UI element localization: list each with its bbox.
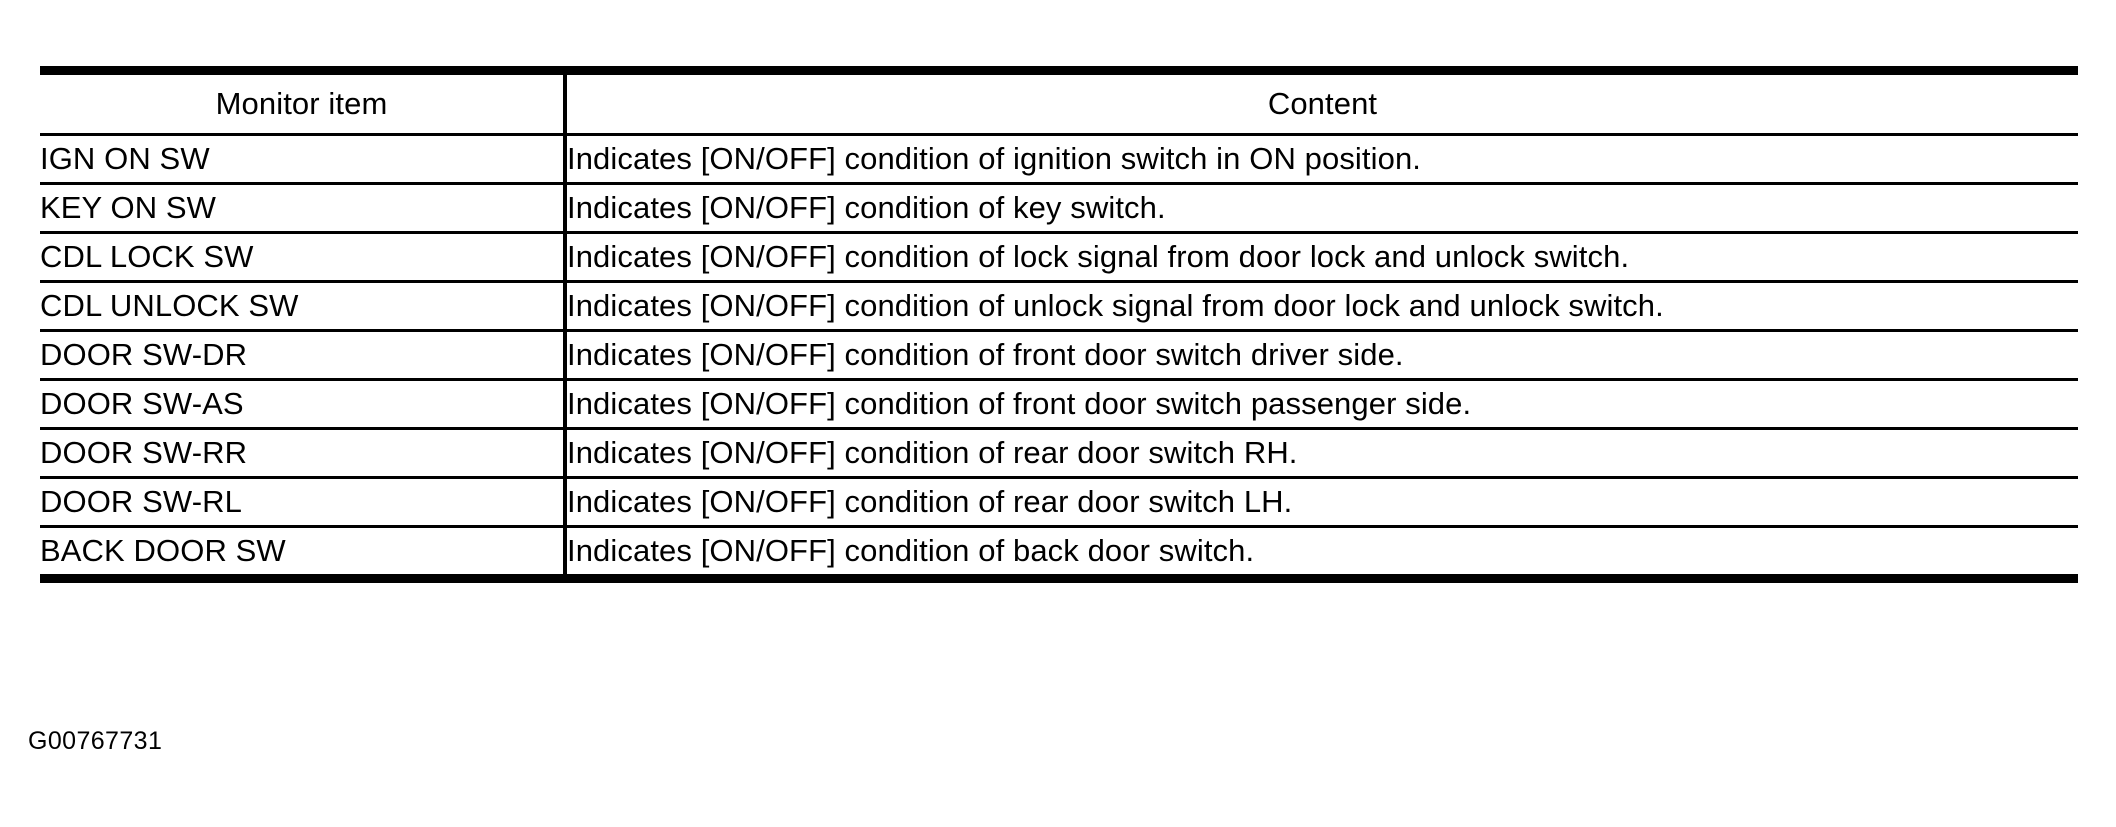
figure-id-caption: G00767731 — [28, 727, 163, 755]
cell-monitor-item: DOOR SW-RL — [40, 477, 567, 528]
cell-monitor-item: KEY ON SW — [40, 183, 567, 234]
cell-monitor-item: DOOR SW-RR — [40, 428, 567, 479]
cell-content: Indicates [ON/OFF] condition of front do… — [565, 330, 2078, 381]
cell-monitor-item: DOOR SW-DR — [40, 330, 567, 381]
cell-content: Indicates [ON/OFF] condition of rear doo… — [565, 477, 2078, 528]
cell-monitor-item: CDL UNLOCK SW — [40, 281, 567, 332]
cell-monitor-item: DOOR SW-AS — [40, 379, 567, 430]
cell-monitor-item: BACK DOOR SW — [40, 526, 567, 583]
cell-content: Indicates [ON/OFF] condition of back doo… — [565, 526, 2078, 583]
cell-content: Indicates [ON/OFF] condition of key swit… — [565, 183, 2078, 234]
cell-monitor-item: IGN ON SW — [40, 134, 567, 185]
cell-content: Indicates [ON/OFF] condition of front do… — [565, 379, 2078, 430]
cell-content: Indicates [ON/OFF] condition of ignition… — [565, 134, 2078, 185]
cell-monitor-item: CDL LOCK SW — [40, 232, 567, 283]
table-header: Monitor item Content — [40, 66, 2078, 136]
cell-content: Indicates [ON/OFF] condition of unlock s… — [565, 281, 2078, 332]
column-header-content: Content — [565, 66, 2078, 136]
cell-content: Indicates [ON/OFF] condition of rear doo… — [565, 428, 2078, 479]
cell-content: Indicates [ON/OFF] condition of lock sig… — [565, 232, 2078, 283]
column-header-monitor-item: Monitor item — [40, 66, 567, 136]
table-header-row: Monitor item Content — [40, 66, 2078, 136]
